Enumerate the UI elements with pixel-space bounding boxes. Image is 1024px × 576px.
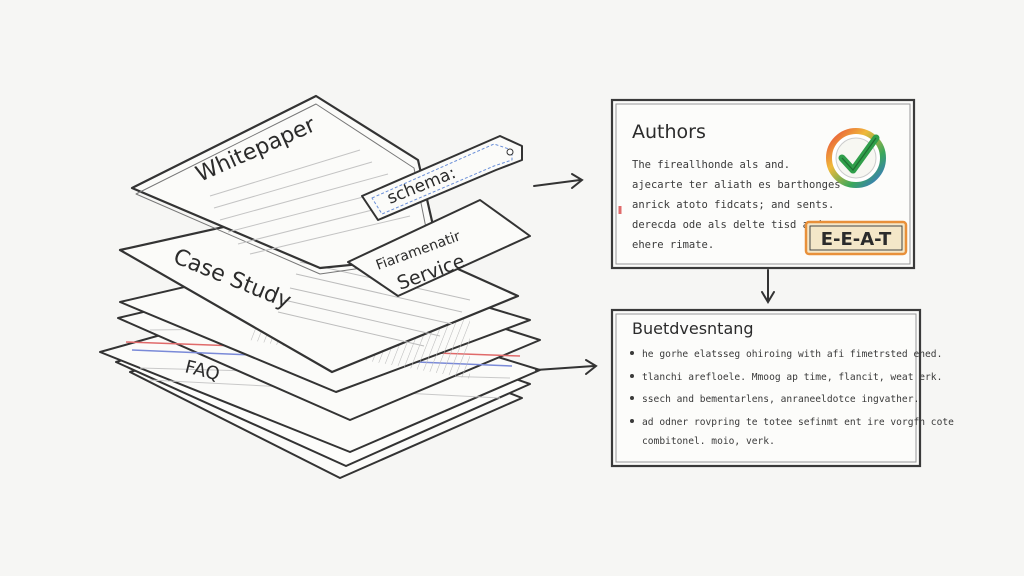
eeat-badge bbox=[804, 220, 908, 256]
bullet-item-3: ssech and bementarlens, anraneeldotce in… bbox=[642, 394, 919, 405]
tag-hole bbox=[506, 148, 514, 156]
check-circle-icon bbox=[826, 128, 886, 188]
bottom-panel bbox=[610, 308, 922, 468]
eeat-badge-label: E-E-A-T bbox=[821, 229, 892, 250]
schema-tag bbox=[361, 135, 523, 221]
authors-line-1: The fireallhonde als and. bbox=[632, 159, 790, 171]
authors-line-3: anrick atoto fidcats; and sents. bbox=[632, 199, 834, 211]
authors-line-5: ehere rimate. bbox=[632, 239, 714, 251]
arrow-to-bottom-panel bbox=[535, 365, 595, 371]
bottom-panel-title: Buetdvesntang bbox=[632, 319, 754, 338]
bullet-item-1: he gorhe elatsseg ohiroing with afi fime… bbox=[642, 349, 942, 360]
bullet-item-2: tlanchi arefloele. Mmoog ap time, flanci… bbox=[642, 372, 942, 383]
connector-arrows bbox=[533, 173, 775, 375]
authors-title: Authors bbox=[632, 121, 706, 143]
document-stack bbox=[99, 94, 541, 479]
bullet-markers bbox=[630, 351, 634, 423]
bullet-item-4-continuation: combitonel. moio, verk. bbox=[642, 436, 775, 447]
whitepaper-sheet bbox=[130, 94, 442, 270]
arrow-to-authors bbox=[533, 179, 581, 187]
bullet-item-4: ad odner rovpring te totee sefinmt ent i… bbox=[642, 417, 954, 428]
authors-line-4: derecda ode als delte tisd and bbox=[632, 219, 822, 231]
service-card bbox=[347, 199, 531, 297]
authors-line-2: ajecarte ter aliath es barthonges bbox=[632, 179, 841, 191]
